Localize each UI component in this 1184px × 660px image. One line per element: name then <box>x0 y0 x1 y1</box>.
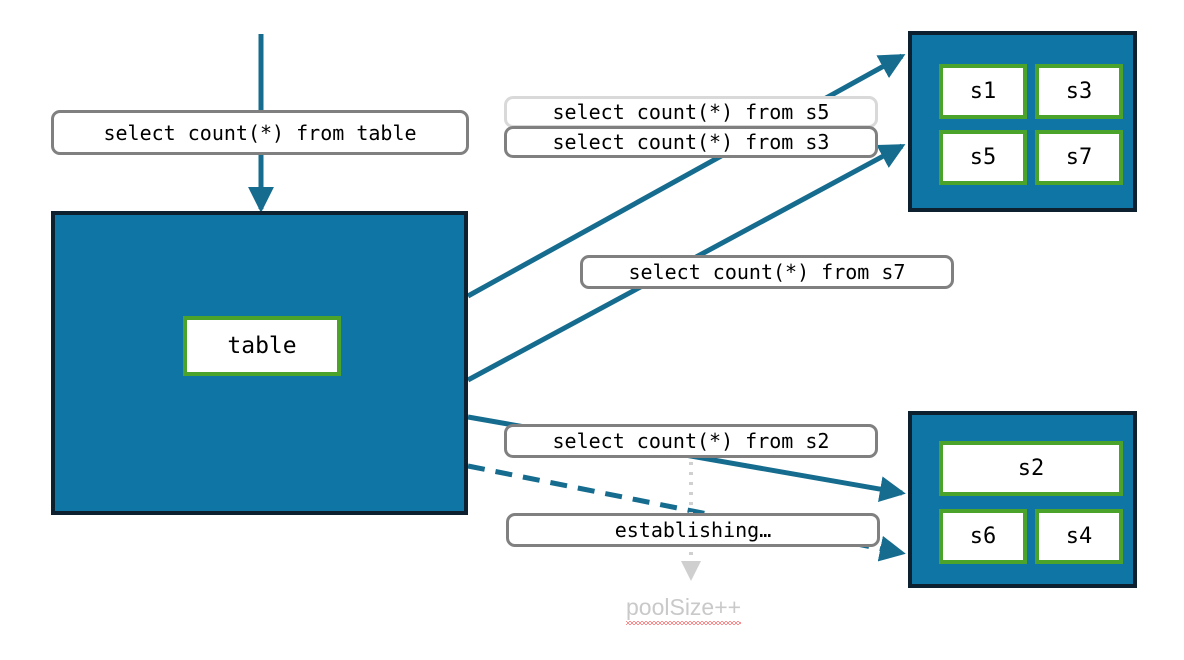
label-query-s3[interactable]: select count(*) from s3 <box>504 126 878 158</box>
node-top: s1 s3 s5 s7 <box>908 31 1137 212</box>
shard-s5[interactable]: s5 <box>939 130 1027 185</box>
annotation-poolsize: poolSize++ <box>626 594 742 625</box>
source-node: table <box>51 211 468 515</box>
label-query-table[interactable]: select count(*) from table <box>51 110 469 155</box>
label-establishing[interactable]: establishing… <box>506 513 880 547</box>
label-query-s2[interactable]: select count(*) from s2 <box>504 424 878 458</box>
shard-s7[interactable]: s7 <box>1035 130 1123 185</box>
shard-s3[interactable]: s3 <box>1035 64 1123 119</box>
shard-s6[interactable]: s6 <box>939 509 1027 564</box>
shard-s2[interactable]: s2 <box>939 441 1123 496</box>
label-query-s7[interactable]: select count(*) from s7 <box>580 255 954 289</box>
node-bottom: s2 s6 s4 <box>908 411 1137 588</box>
shard-s1[interactable]: s1 <box>939 64 1027 119</box>
annotation-poolsize-text: poolSize++ <box>626 594 742 625</box>
label-query-s5[interactable]: select count(*) from s5 <box>504 96 878 128</box>
shard-s4[interactable]: s4 <box>1035 509 1123 564</box>
shard-table[interactable]: table <box>183 316 341 376</box>
